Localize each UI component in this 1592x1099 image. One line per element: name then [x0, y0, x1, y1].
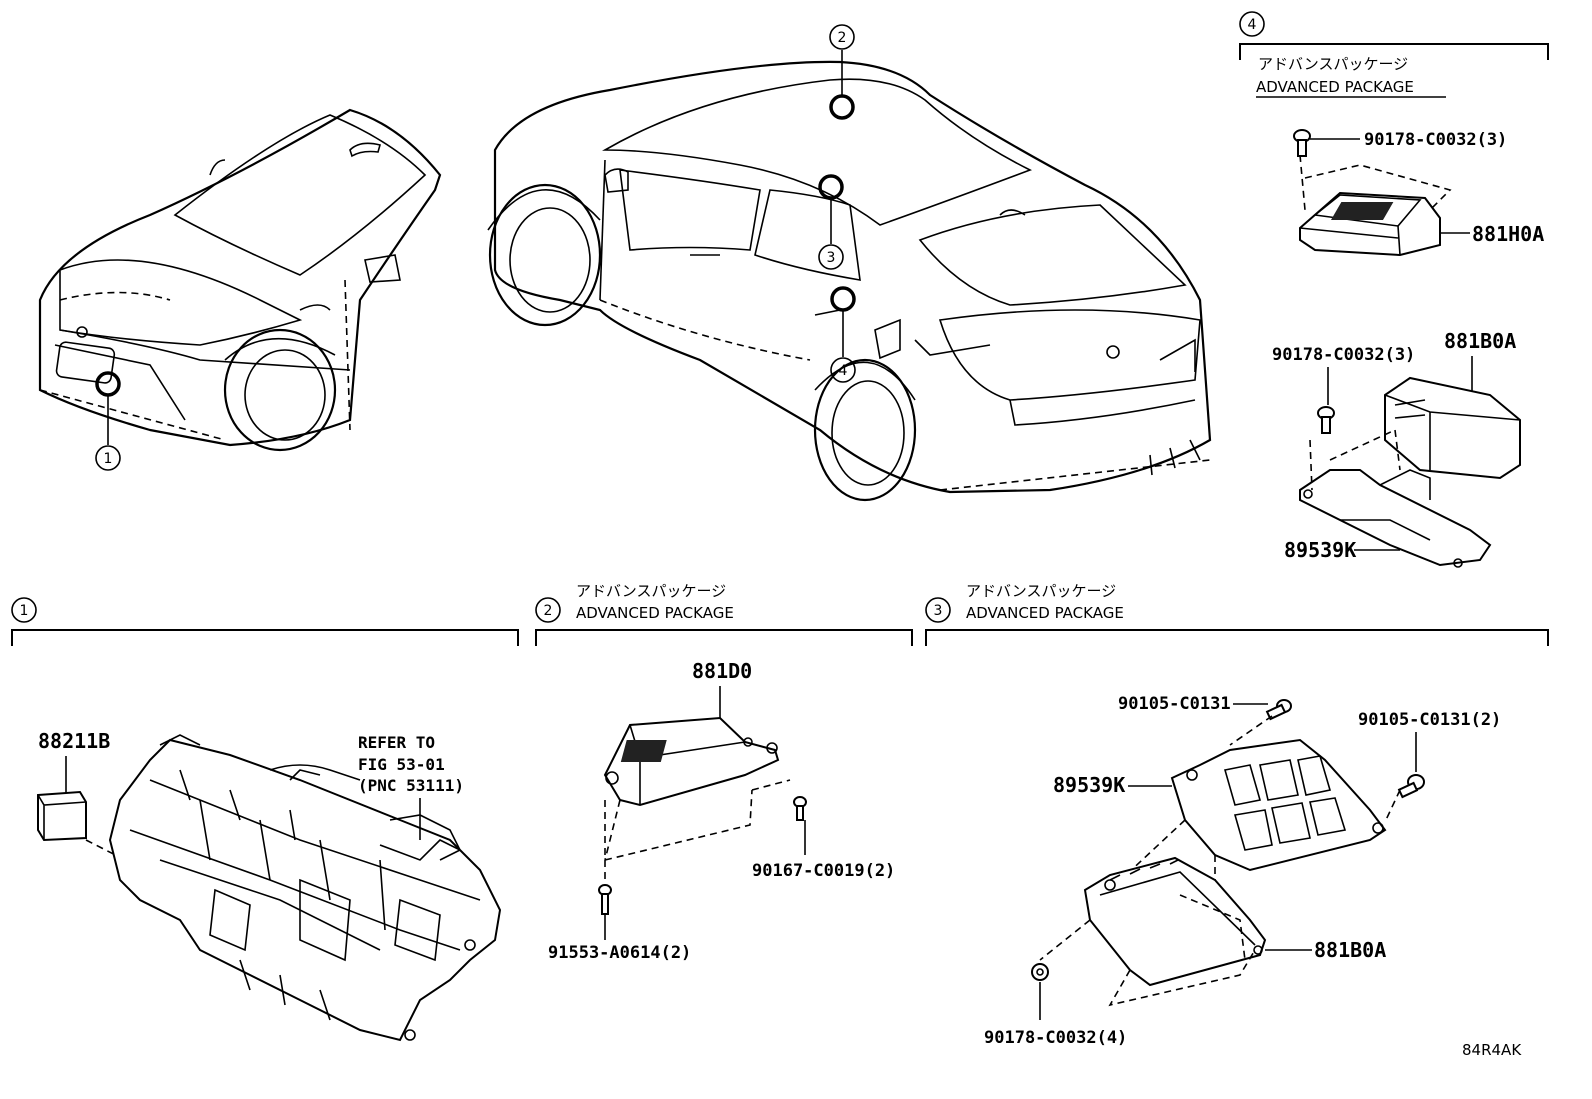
- mount-spot-2: [829, 50, 855, 120]
- part-label-s2-module: 881D0: [692, 659, 752, 683]
- part-label-s4-bracket: 89539K: [1284, 538, 1356, 562]
- mount-spot-3: [818, 174, 844, 244]
- part-label-s3-bolt-bottom: 90178-C0032(4): [984, 1028, 1127, 1048]
- bolt-s4-top: [1293, 129, 1311, 157]
- module-881b0a-top: [1384, 376, 1521, 480]
- rear-car-illustration: [487, 60, 1212, 502]
- sensor-88211b: [37, 790, 87, 842]
- callout-1-label: 1: [104, 451, 113, 467]
- section-4-header: 4 アドバンスパッケージ ADVANCED PACKAGE: [1239, 11, 1549, 98]
- part-label-s3-module: 881B0A: [1314, 938, 1386, 962]
- section-2-header: 2 アドバンスパッケージ ADVANCED PACKAGE: [535, 582, 913, 646]
- callout-2-car: 2: [829, 24, 855, 50]
- nut-s3-bottom: [1031, 963, 1049, 981]
- section-1-header: 1: [11, 597, 519, 646]
- part-label-s2-screw: 90167-C0019(2): [752, 861, 895, 881]
- section-1-index: 1: [20, 603, 29, 619]
- section-2-en-label: ADVANCED PACKAGE: [576, 604, 734, 622]
- bracket-89539k-top: [1299, 429, 1492, 568]
- bolt-s2: [598, 884, 612, 915]
- part-label-s4-bolt-top: 90178-C0032(3): [1364, 130, 1507, 150]
- part-label-s2-bolt: 91553-A0614(2): [548, 943, 691, 963]
- module-881b0a-s3: [1083, 856, 1267, 987]
- bolt-s4-lower: [1317, 406, 1335, 434]
- bolt-s3-top: [1265, 699, 1292, 721]
- section-4-jp-label: アドバンスパッケージ: [1258, 55, 1408, 73]
- module-881h0a: [1299, 154, 1452, 257]
- callout-2-label: 2: [838, 30, 847, 46]
- mount-spot-1: [95, 371, 121, 445]
- callout-3-car: 3: [818, 244, 844, 270]
- part-label-s4-module-lower: 881B0A: [1444, 329, 1516, 353]
- ref-note-line2: FIG 53-01: [358, 755, 445, 774]
- module-881d0: [603, 716, 780, 807]
- front-car-illustration: [38, 108, 442, 452]
- callout-4-label: 4: [839, 363, 848, 379]
- part-label-s1-sensor: 88211B: [38, 729, 110, 753]
- ref-note-line1: REFER TO: [358, 733, 435, 752]
- bolt-s3-right: [1397, 774, 1425, 799]
- section-3-jp-label: アドバンスパッケージ: [966, 582, 1116, 600]
- section-3-en-label: ADVANCED PACKAGE: [966, 604, 1124, 622]
- section-3-header: 3 アドバンスパッケージ ADVANCED PACKAGE: [925, 582, 1549, 646]
- callout-4-car: 4: [830, 357, 856, 383]
- reinforcement-frame: [108, 734, 502, 1042]
- part-label-s3-bracket: 89539K: [1053, 773, 1125, 797]
- section-2-index: 2: [544, 603, 553, 619]
- part-label-s4-bolt-lower: 90178-C0032(3): [1272, 345, 1415, 365]
- part-label-s4-module-top: 881H0A: [1472, 222, 1544, 246]
- mount-spot-4: [830, 286, 856, 357]
- bracket-89539k-s3: [1170, 738, 1387, 872]
- figure-code: 84R4AK: [1462, 1041, 1522, 1059]
- callout-1-car: 1: [95, 445, 121, 471]
- section-2-jp-label: アドバンスパッケージ: [576, 582, 726, 600]
- section-4-en-label: ADVANCED PACKAGE: [1256, 78, 1414, 96]
- part-label-s3-bolt-right: 90105-C0131(2): [1358, 710, 1501, 730]
- part-label-s3-bolt-top: 90105-C0131: [1118, 694, 1231, 714]
- screw-s2: [793, 796, 807, 821]
- section-4-index: 4: [1248, 17, 1257, 33]
- ref-note-line3: (PNC 53111): [358, 776, 464, 795]
- callout-3-label: 3: [827, 250, 836, 266]
- section-3-index: 3: [934, 603, 943, 619]
